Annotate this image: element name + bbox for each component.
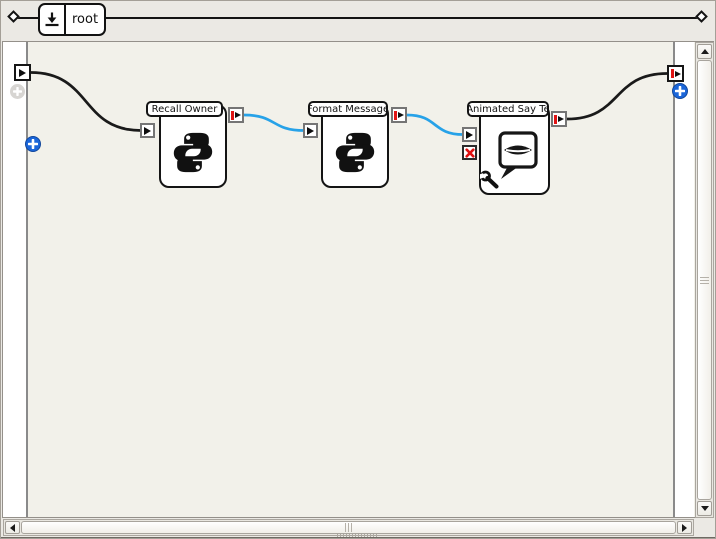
python-icon <box>335 132 375 173</box>
root-output-port[interactable] <box>667 65 684 82</box>
play-icon <box>558 116 564 122</box>
canvas-left-edge-line <box>26 42 28 517</box>
stop-bar-icon <box>231 110 234 120</box>
up-arrow-icon <box>700 49 709 54</box>
recall-owner-input-port[interactable] <box>140 123 155 138</box>
play-icon <box>144 126 151 135</box>
breadcrumb-line-left <box>16 17 40 20</box>
box-animated-say-title[interactable]: Animated Say Te <box>467 101 549 117</box>
thumb-grip <box>700 276 709 284</box>
play-icon <box>235 112 241 118</box>
scroll-down-button[interactable] <box>697 501 712 516</box>
play-icon <box>19 68 26 77</box>
format-message-output-port[interactable] <box>391 107 407 123</box>
play-icon <box>307 126 314 135</box>
animated-say-input-port[interactable] <box>462 127 477 142</box>
breadcrumb-start-diamond <box>7 10 20 23</box>
plus-icon <box>28 139 38 149</box>
canvas-right-edge-line <box>673 42 675 517</box>
box-format-message-title[interactable]: Format Message <box>308 101 388 117</box>
speech-bubble-icon <box>498 131 538 179</box>
enter-diagram-icon <box>40 5 66 34</box>
vertical-scrollbar-thumb[interactable] <box>697 60 712 500</box>
canvas-left-edge-panel <box>3 42 26 517</box>
resize-grip <box>337 534 377 537</box>
right-arrow-icon <box>682 523 687 532</box>
thumb-grip <box>345 523 352 532</box>
add-input-button[interactable] <box>25 136 41 152</box>
recall-owner-output-port[interactable] <box>228 107 244 123</box>
stop-bar-icon <box>554 114 557 124</box>
play-icon <box>674 70 681 77</box>
breadcrumb-line-right <box>90 17 702 20</box>
breadcrumb-end-diamond <box>695 10 708 23</box>
stop-cross-icon <box>464 147 475 158</box>
breadcrumb-root-label: root <box>72 12 99 27</box>
animated-say-stop-port[interactable] <box>462 145 477 160</box>
stop-bar-icon <box>394 110 397 120</box>
plus-icon <box>675 86 685 96</box>
root-onstart-port[interactable] <box>14 64 31 81</box>
scroll-right-button[interactable] <box>677 521 692 534</box>
scroll-left-button[interactable] <box>5 521 20 534</box>
python-icon <box>173 132 213 173</box>
box-recall-owner-title[interactable]: Recall Owner <box>146 101 223 117</box>
add-input-disabled-button <box>10 84 25 99</box>
stop-bar-icon <box>670 69 674 78</box>
left-arrow-icon <box>10 523 15 532</box>
wrench-icon <box>480 170 499 189</box>
scroll-up-button[interactable] <box>697 44 712 59</box>
add-output-button[interactable] <box>672 83 688 99</box>
breadcrumb-root-item[interactable]: root <box>38 3 107 36</box>
play-icon <box>398 112 404 118</box>
plus-icon <box>13 87 22 96</box>
format-message-input-port[interactable] <box>303 123 318 138</box>
canvas-right-edge-panel <box>675 42 694 517</box>
down-arrow-icon <box>700 506 709 511</box>
horizontal-scrollbar-thumb[interactable] <box>21 521 676 534</box>
play-icon <box>466 130 473 139</box>
animated-say-output-port[interactable] <box>551 111 567 127</box>
